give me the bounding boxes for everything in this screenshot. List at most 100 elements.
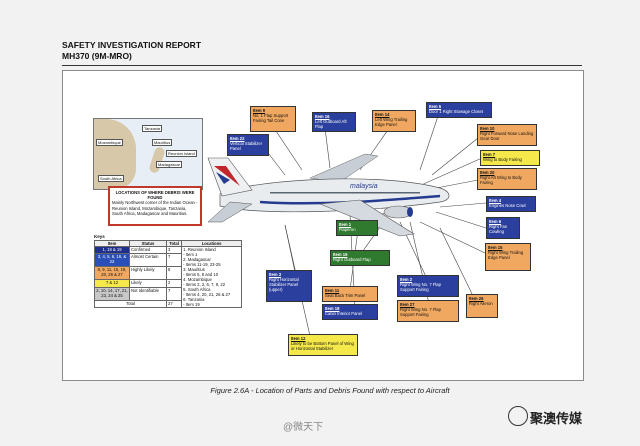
callout-item-2: Item 2 Right Wing No. 7 Flap Support Fai… — [397, 275, 459, 297]
location-line: 2. Madagascar — [183, 257, 211, 262]
map-label-madagascar: Madagascar — [156, 161, 183, 168]
map-label-reunion: Reunion Island — [166, 150, 197, 157]
debris-map: Tanzania Mozambique Mauritius Reunion Is… — [93, 118, 203, 190]
header-rule — [62, 65, 582, 66]
callout-item-number: Item 27 — [400, 302, 415, 307]
callout-text: Right Wing No. 7 Flap Support Fairing — [400, 307, 441, 317]
callout-text: Right Forward Nose Landing Gear Door — [480, 131, 534, 141]
location-line: 4. Mozambique — [183, 277, 212, 282]
key-item: 7 & 12 — [94, 279, 130, 288]
callout-item-18: Item 18 Cabin Interior Panel — [322, 304, 378, 320]
callout-text: Left Wing Trailing Edge Panel — [375, 117, 408, 127]
callout-item-number: Item 5 — [429, 104, 442, 109]
callout-text: Right Outboard Flap — [333, 257, 371, 262]
locations-box-title: LOCATIONS OF WHERE DEBRIS WERE FOUND — [115, 190, 195, 201]
callout-text: Engines Nose Cowl — [489, 203, 526, 208]
location-line: - Items 11-19, 23-25 — [183, 262, 221, 267]
callout-item-22: Item 22 Vertical Stabilizer Panel — [227, 134, 269, 156]
report-header: SAFETY INVESTIGATION REPORT MH370 (9M-MR… — [62, 40, 201, 62]
callout-item-3: Item 3 Right Horizontal Stabilizer Panel… — [266, 270, 312, 302]
callout-item-number: Item 10 — [480, 126, 495, 131]
callout-item-number: Item 14 — [375, 112, 390, 117]
callout-text: No. 1 Flap Support Fairing Tail Cone — [253, 113, 289, 123]
callout-item-15: Item 15 Right Wing Trailing Edge Panel — [485, 243, 531, 271]
callout-item-number: Item 3 — [269, 272, 282, 277]
callout-item-9: Item 9 No. 1 Flap Support Fairing Tail C… — [250, 106, 296, 132]
callout-item-5: Item 5 Door 1 Right Stowage Closet — [426, 102, 492, 118]
callout-item-number: Item 19 — [333, 252, 348, 257]
key-item: 8, 9, 11, 15, 19, 20, 26 & 27 — [94, 266, 130, 281]
map-label-mozambique: Mozambique — [96, 139, 123, 146]
watermark: @微天下 — [283, 422, 324, 433]
callout-item-number: Item 2 — [400, 277, 413, 282]
locations-box-body: Mainly Northwest corner of the Indian Oc… — [112, 200, 198, 216]
table-row: 1, 18 & 19 Confirmed 3 1. Reunion Island… — [94, 245, 242, 308]
location-line: - Items 4, 20, 21, 26 & 27 — [183, 292, 231, 297]
callout-item-1: Item 1 Flaperon — [336, 220, 378, 236]
callout-item-number: Item 18 — [325, 306, 340, 311]
callout-item-number: Item 20 — [480, 170, 495, 175]
wechat-logo-icon — [508, 406, 528, 426]
publisher-logo-text: 聚澳传媒 — [530, 411, 583, 426]
location-line: - Item 1 — [183, 252, 198, 257]
key-item: 1, 18 & 19 — [94, 245, 130, 255]
table-row: 7 & 12 Likely 2 — [94, 279, 242, 288]
key-total: 2 — [165, 279, 183, 288]
callout-text: Likely to be Bottom Panel of Wing or Hor… — [291, 341, 354, 351]
callout-text: Cabin Interior Panel — [325, 311, 363, 316]
key-locations: 1. Reunion Island - Item 1 2. Madagascar… — [181, 246, 242, 308]
table-row: Total 27 — [94, 299, 242, 309]
callout-item-11: Item 11 Seat Back Trim Panel — [322, 286, 378, 302]
callout-text: Right Wing No. 7 Flap Support Fairing — [400, 282, 441, 292]
callout-item-20: Item 20 Right Aft Wing to Body Fairing — [477, 168, 537, 190]
callout-item-7: Item 7 Wing to Body Fairing — [480, 150, 540, 166]
callout-text: Vertical Stabilizer Panel — [230, 141, 263, 151]
callout-text: Flaperon — [339, 227, 356, 232]
map-label-south-africa: South Africa — [98, 175, 124, 182]
key-item: 3, 4, 5, 6, 16, & 22 — [94, 253, 130, 268]
callout-item-number: Item 22 — [230, 136, 245, 141]
figure-caption: Figure 2.6A - Location of Parts and Debr… — [210, 386, 450, 395]
key-total: 3 — [165, 245, 183, 255]
callout-item-number: Item 11 — [325, 288, 340, 293]
table-row: 8, 9, 11, 15, 19, 20, 26 & 27 Highly Lik… — [94, 266, 242, 281]
callout-item-27: Item 27 Right Wing No. 7 Flap Support Fa… — [397, 300, 459, 322]
callout-text: Door 1 Right Stowage Closet — [429, 109, 483, 114]
callout-item-number: Item 26 — [469, 296, 484, 301]
callout-item-16: Item 16 Left Outboard Aft Flap — [312, 112, 356, 132]
callout-text: Left Outboard Aft Flap — [315, 119, 347, 129]
map-label-mauritius: Mauritius — [152, 139, 173, 146]
callout-item-26: Item 26 Right Aileron — [466, 294, 498, 318]
callout-item-number: Item 15 — [488, 245, 503, 250]
callout-item-6: Item 6 Right Fan Cowling — [486, 217, 520, 239]
callout-text: Right Aft Wing to Body Fairing — [480, 175, 522, 185]
callout-item-10: Item 10 Right Forward Nose Landing Gear … — [477, 124, 537, 146]
callout-item-4: Item 4 Engines Nose Cowl — [486, 196, 536, 212]
keys-title: Keys — [94, 234, 105, 239]
location-line: 5. South Africa — [183, 287, 211, 292]
callout-item-number: Item 16 — [315, 114, 330, 119]
callout-item-19: Item 19 Right Outboard Flap — [330, 250, 390, 266]
keys-table: Item Status Total Locations 1, 18 & 19 C… — [94, 240, 242, 309]
callout-text: Right Wing Trailing Edge Panel — [488, 250, 524, 260]
locations-box: LOCATIONS OF WHERE DEBRIS WERE FOUND Mai… — [108, 186, 202, 226]
location-line: - Item 19 — [183, 302, 200, 307]
callout-item-number: Item 7 — [483, 152, 496, 157]
location-line: 6. Tanzania — [183, 297, 205, 302]
location-line: - Items 2, 3, 6, 7, 9, 22 — [183, 282, 226, 287]
report-subtitle: MH370 (9M-MRO) — [62, 51, 132, 61]
report-title: SAFETY INVESTIGATION REPORT — [62, 40, 202, 50]
key-total-value: 27 — [165, 299, 183, 309]
map-label-tanzania: Tanzania — [142, 125, 163, 132]
callout-item-number: Item 6 — [489, 219, 502, 224]
callout-item-number: Item 4 — [489, 198, 502, 203]
callout-text: Wing to Body Fairing — [483, 157, 522, 162]
callout-item-number: Item 1 — [339, 222, 352, 227]
location-line: - Items 5, 8 and 10 — [183, 272, 219, 277]
callout-item-number: Item 9 — [253, 108, 266, 113]
callout-text: Right Aileron — [469, 301, 493, 306]
callout-item-14: Item 14 Left Wing Trailing Edge Panel — [372, 110, 416, 132]
callout-text: Right Fan Cowling — [489, 224, 508, 234]
callout-text: Right Horizontal Stabilizer Panel (upper… — [269, 277, 299, 292]
key-item: 2, 10, 14, 17, 21, 23, 24 & 25 — [94, 286, 130, 301]
